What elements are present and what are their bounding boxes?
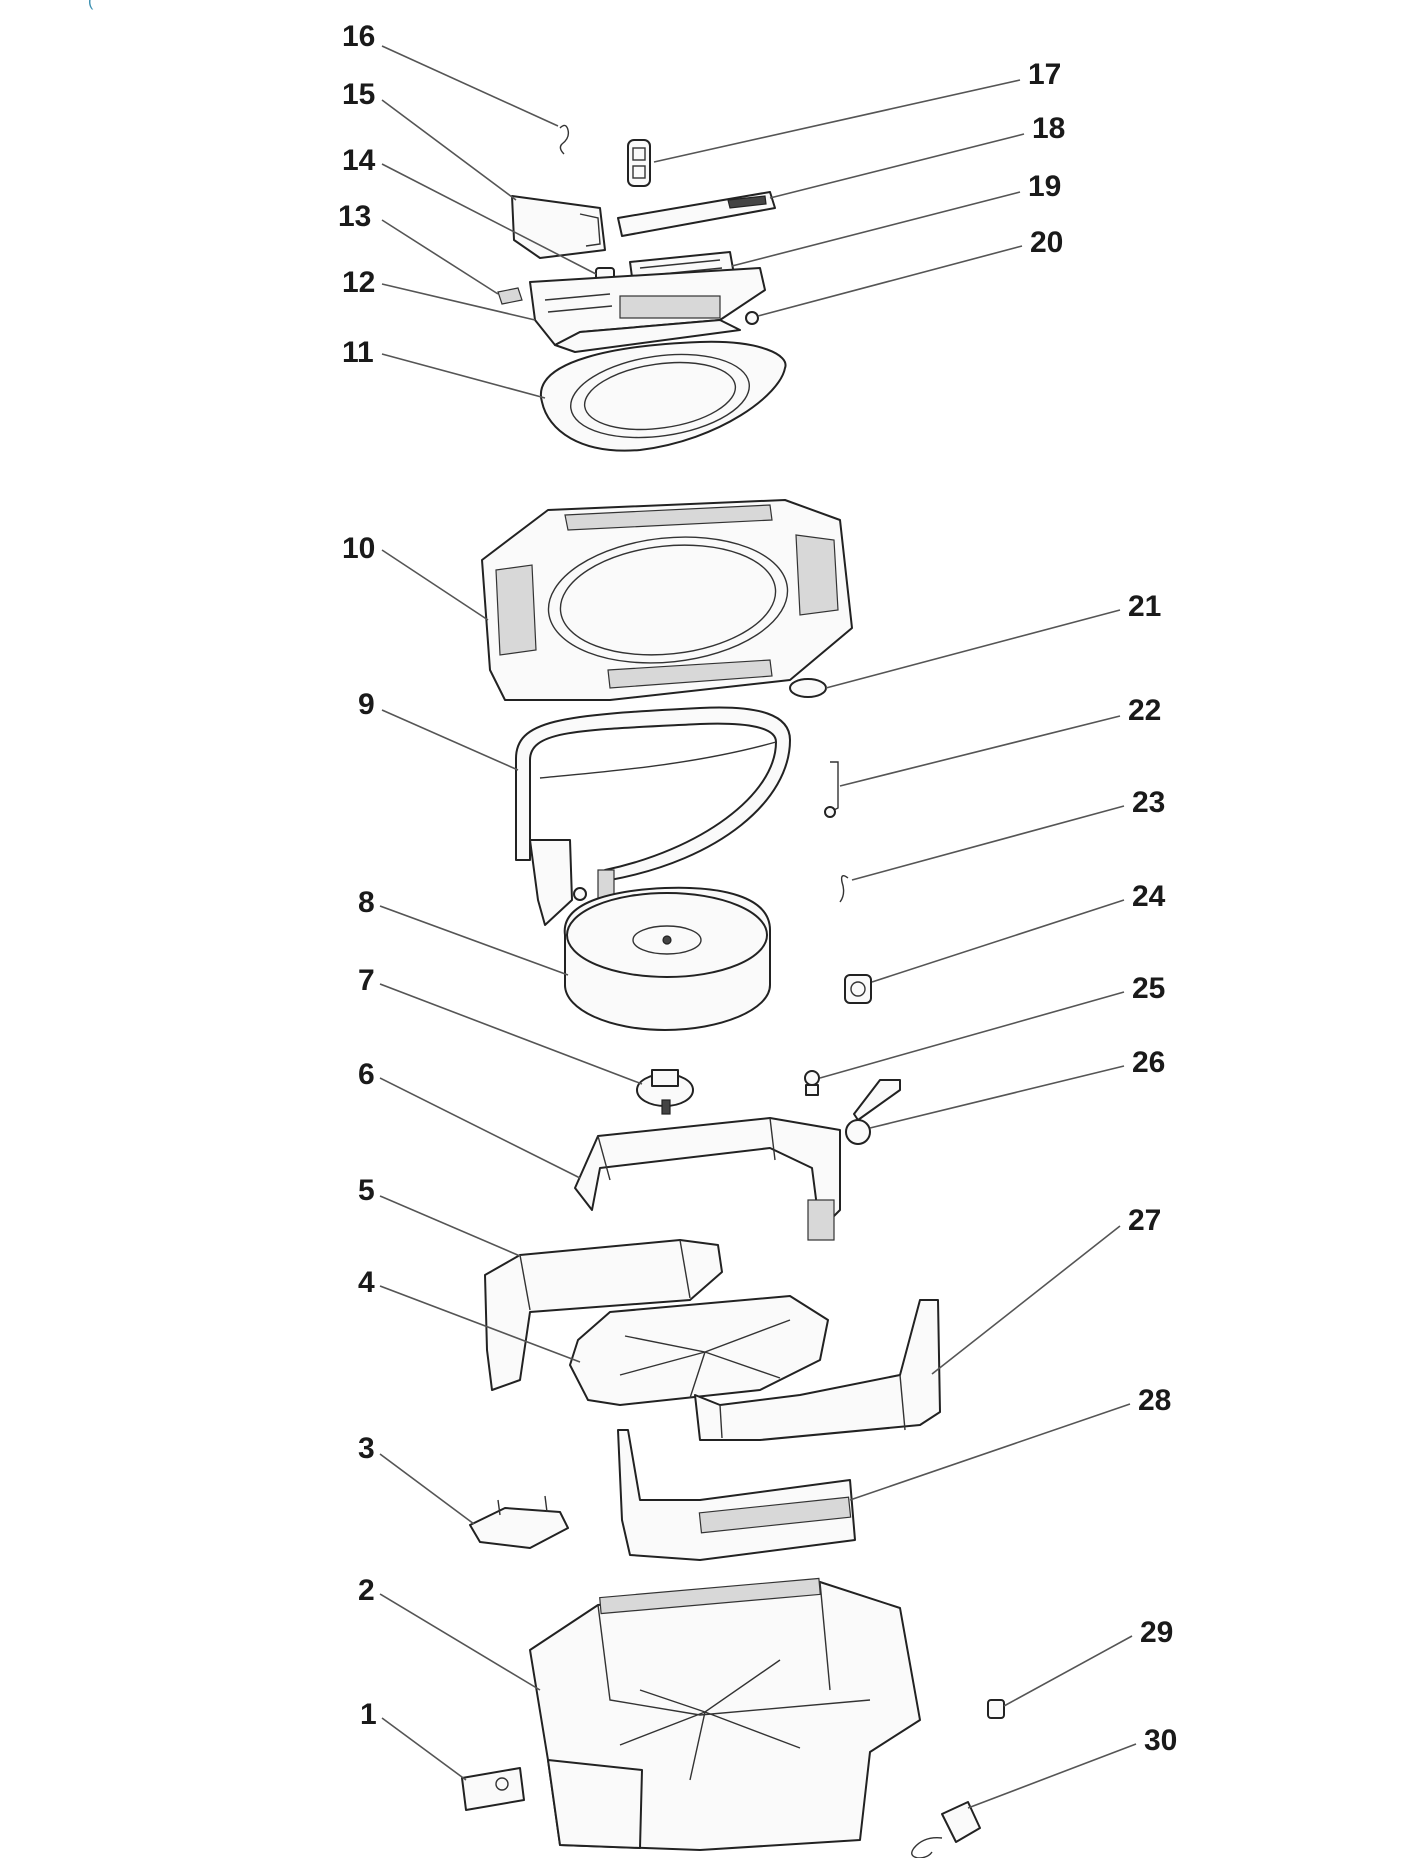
callout-29: 29 [1003,1616,1173,1707]
part-4-drain-pan [569,1295,829,1406]
part-6-upper-insulation [574,1117,841,1241]
callout-label-23: 23 [1132,786,1165,819]
callout-label-10: 10 [342,532,375,565]
callout-9: 9 [358,688,519,771]
callout-label-5: 5 [358,1174,375,1207]
callout-label-25: 25 [1132,972,1165,1005]
callout-label-13: 13 [338,200,371,233]
callout-3: 3 [358,1432,475,1525]
callout-24: 24 [871,880,1166,983]
callout-19: 19 [731,170,1061,267]
callout-label-28: 28 [1138,1384,1171,1417]
callout-label-9: 9 [358,688,375,721]
callout-11: 11 [342,336,546,399]
callout-26: 26 [869,1046,1165,1129]
callout-label-24: 24 [1132,880,1166,913]
part-17-sensor [627,139,651,187]
part-22-wire-bracket [824,761,839,818]
callout-10: 10 [342,532,489,621]
callout-18: 18 [769,112,1065,199]
part-1-clip [461,1767,525,1811]
part-13-terminal [497,287,523,305]
callout-label-17: 17 [1028,58,1061,91]
callout-27: 27 [931,1204,1161,1375]
callout-label-8: 8 [358,886,375,919]
part-27-right-insulation [694,1299,941,1441]
callout-12: 12 [342,266,536,321]
part-3-bracket [469,1495,569,1549]
callout-label-26: 26 [1132,1046,1165,1079]
callout-label-29: 29 [1140,1616,1173,1649]
callout-label-22: 22 [1128,694,1161,727]
callout-15: 15 [342,78,517,201]
callout-label-11: 11 [342,336,374,369]
callout-label-3: 3 [358,1432,375,1465]
part-2-base-chassis [529,1577,921,1851]
callout-label-15: 15 [342,78,375,111]
callout-21: 21 [825,590,1161,689]
part-16-wire-clip [559,124,570,155]
callout-22: 22 [839,694,1161,787]
part-12-electrical-box [529,267,766,353]
callout-label-19: 19 [1028,170,1061,203]
callout-1: 1 [360,1698,467,1781]
callout-label-27: 27 [1128,1204,1161,1237]
part-10-panel-frame [481,499,853,701]
part-30-control-box [911,1801,981,1858]
callout-label-18: 18 [1032,112,1065,145]
part-25-float-switch [804,1070,820,1096]
callout-14: 14 [342,144,597,275]
callout-label-30: 30 [1144,1724,1177,1757]
callout-label-16: 16 [342,20,375,53]
part-21-small-cover [789,678,827,698]
callout-17: 17 [653,58,1061,163]
part-28-lower-insulation [617,1429,856,1561]
callout-label-7: 7 [358,964,375,997]
corner-mark: ( [88,0,94,10]
callout-label-12: 12 [342,266,375,299]
callout-30: 30 [967,1724,1177,1809]
callout-label-14: 14 [342,144,376,177]
part-8-blower-wheel [563,886,771,1031]
callout-28: 28 [849,1384,1171,1501]
callout-20: 20 [757,226,1063,317]
part-20-plug [745,311,759,325]
part-11-bell-mouth [539,340,787,452]
part-5-left-insulation [484,1239,723,1391]
part-18-cover-plate [617,191,776,237]
callout-8: 8 [358,886,569,976]
part-29-plug-cap [987,1699,1005,1719]
part-23-hook-wire [839,875,849,903]
callout-label-1: 1 [360,1698,377,1731]
part-15-box-cover [511,195,606,259]
callout-4: 4 [358,1266,581,1363]
callout-label-6: 6 [358,1058,375,1091]
callout-13: 13 [338,200,499,295]
callout-16: 16 [342,20,559,127]
part-7-fan-motor [636,1069,694,1115]
callout-7: 7 [358,964,643,1085]
callout-5: 5 [358,1174,521,1257]
part-26-drain-pump [845,1079,901,1145]
callout-6: 6 [358,1058,581,1179]
callout-label-4: 4 [358,1266,375,1299]
callout-label-20: 20 [1030,226,1063,259]
callout-label-2: 2 [358,1574,375,1607]
callout-23: 23 [851,786,1165,881]
callout-label-21: 21 [1128,590,1161,623]
callout-2: 2 [358,1574,541,1691]
callout-25: 25 [819,972,1165,1079]
part-24-drain-motor [844,974,872,1004]
